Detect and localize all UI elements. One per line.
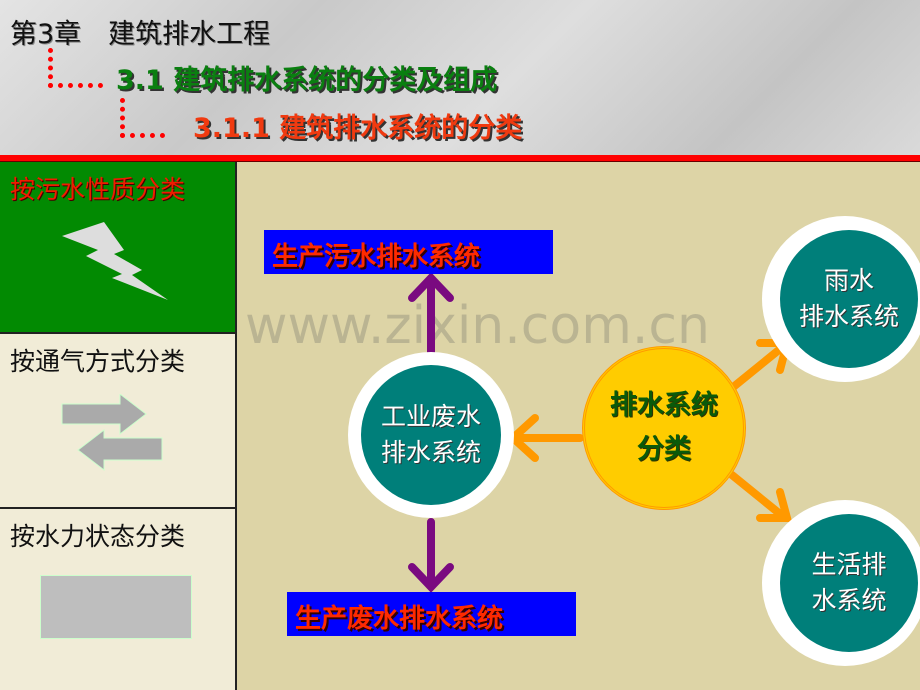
chapter-title: 第3章 建筑排水工程: [10, 19, 271, 50]
connector-line: [48, 48, 103, 88]
sidebar-item-sewage-nature[interactable]: 按污水性质分类: [0, 162, 235, 334]
section-title: 3.1 建筑排水系统的分类及组成: [116, 65, 498, 96]
arrow-left: [507, 414, 584, 462]
waste-system-box: 生产废水排水系统: [287, 592, 576, 636]
arrow-down-right: [728, 471, 793, 522]
arrow-up: [408, 272, 454, 359]
subsection-title: 3.1.1 建筑排水系统的分类: [193, 113, 523, 144]
swap-arrows-icon: [61, 394, 163, 472]
connector-line: [120, 98, 165, 138]
center-node: 排水系统 分类: [582, 346, 746, 510]
sidebar-item-ventilation[interactable]: 按通气方式分类: [0, 334, 235, 509]
rain-node: 雨水 排水系统: [762, 216, 920, 382]
sewage-system-box: 生产污水排水系统: [264, 230, 553, 274]
slide-header: 第3章 建筑排水工程 3.1 建筑排水系统的分类及组成 3.1.1 建筑排水系统…: [0, 0, 920, 156]
watermark: www.zixin.com.cn: [245, 296, 710, 356]
sidebar-item-hydraulic-state[interactable]: 按水力状态分类: [0, 509, 235, 690]
lightning-icon: [62, 222, 168, 300]
sidebar-item-label: 按污水性质分类: [10, 175, 186, 204]
sidebar-item-label: 按水力状态分类: [10, 522, 186, 551]
industrial-node: 工业废水 排水系统: [348, 352, 514, 518]
divider: [0, 155, 920, 162]
domestic-node: 生活排 水系统: [762, 500, 920, 666]
rectangle-icon: [40, 575, 192, 639]
arrow-down: [408, 518, 454, 593]
sidebar: 按污水性质分类 按通气方式分类 按水力状态分类: [0, 162, 237, 690]
sidebar-item-label: 按通气方式分类: [10, 347, 186, 376]
